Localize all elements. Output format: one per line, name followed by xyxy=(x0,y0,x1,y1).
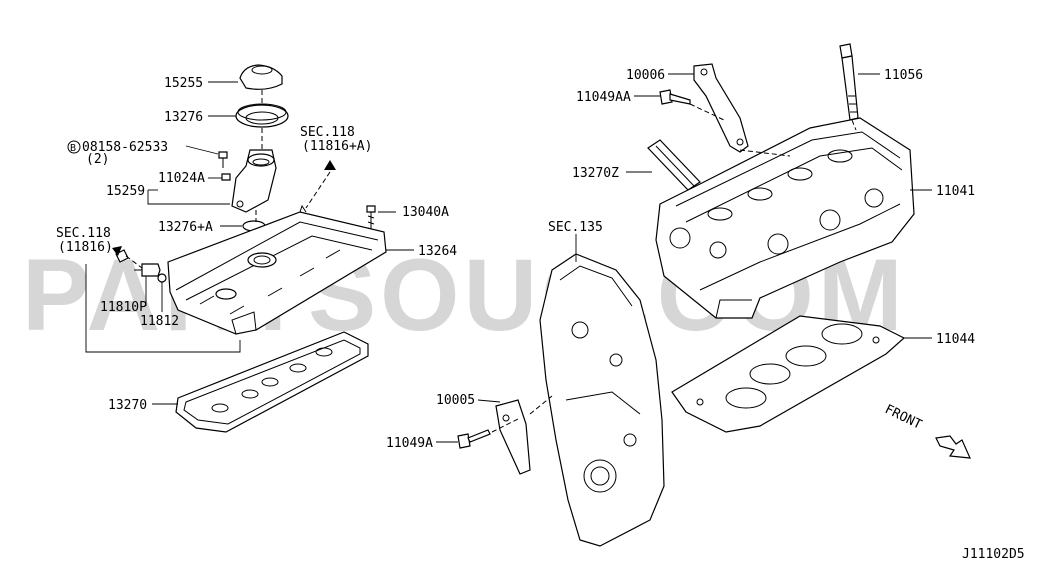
bolt-11049a[interactable] xyxy=(457,429,491,449)
cylinder-head[interactable] xyxy=(655,117,915,319)
valve-cover-gasket[interactable] xyxy=(175,331,369,433)
label-11056[interactable]: 11056 xyxy=(884,68,923,83)
front-label: FRONT xyxy=(882,402,924,433)
head-gasket[interactable] xyxy=(671,315,906,433)
label-11044[interactable]: 11044 xyxy=(936,332,975,347)
front-arrow-icon xyxy=(935,435,971,459)
bracket-10006[interactable] xyxy=(693,63,749,153)
arrow-up-icon xyxy=(324,160,336,170)
pcv-grommet[interactable] xyxy=(157,273,167,283)
label-sec118-a[interactable]: SEC.118 xyxy=(300,125,355,140)
label-13040a[interactable]: 13040A xyxy=(402,205,449,220)
label-15255[interactable]: 15255 xyxy=(164,76,203,91)
label-sec135[interactable]: SEC.135 xyxy=(548,220,603,235)
b-circle-icon xyxy=(67,140,81,154)
label-13276[interactable]: 13276 xyxy=(164,110,203,125)
bolt-11049aa[interactable] xyxy=(659,89,691,105)
label-10006[interactable]: 10006 xyxy=(626,68,665,83)
arrow-left-icon xyxy=(112,246,122,256)
cap-seal[interactable] xyxy=(235,103,289,128)
label-11812[interactable]: 11812 xyxy=(140,314,179,329)
bolt-11024a[interactable] xyxy=(221,173,231,181)
label-08158-62533[interactable]: 08158-62533 xyxy=(82,140,168,155)
label-11049aa[interactable]: 11049AA xyxy=(576,90,631,105)
bolt-08158[interactable] xyxy=(218,151,228,168)
bracket-10005[interactable] xyxy=(495,399,531,475)
label-11024a[interactable]: 11024A xyxy=(158,171,205,186)
label-11810p[interactable]: 11810P xyxy=(100,300,147,315)
label-13270z[interactable]: 13270Z xyxy=(572,166,619,181)
front-direction-indicator: FRONT xyxy=(882,402,971,459)
label-sec118-b-ref: (11816) xyxy=(58,240,113,255)
label-13270[interactable]: 13270 xyxy=(108,398,147,413)
label-11049a[interactable]: 11049A xyxy=(386,436,433,451)
label-sec118-a-ref: (11816+A) xyxy=(302,139,372,154)
timing-chain-case[interactable] xyxy=(539,253,665,547)
label-13264[interactable]: 13264 xyxy=(418,244,457,259)
oil-filler-tube[interactable] xyxy=(231,149,277,213)
label-15259[interactable]: 15259 xyxy=(106,184,145,199)
b-mark: B xyxy=(70,143,76,154)
head-bolt[interactable] xyxy=(839,43,859,121)
valve-cover[interactable] xyxy=(167,204,387,335)
diagram-code: J11102D5 xyxy=(962,547,1025,562)
label-10005[interactable]: 10005 xyxy=(436,393,475,408)
label-08158-qty: (2) xyxy=(86,152,109,167)
label-sec118-b[interactable]: SEC.118 xyxy=(56,226,111,241)
label-13276a[interactable]: 13276+A xyxy=(158,220,213,235)
label-11041[interactable]: 11041 xyxy=(936,184,975,199)
oil-filler-cap[interactable] xyxy=(239,64,283,90)
spark-plug-tube[interactable] xyxy=(647,139,701,191)
